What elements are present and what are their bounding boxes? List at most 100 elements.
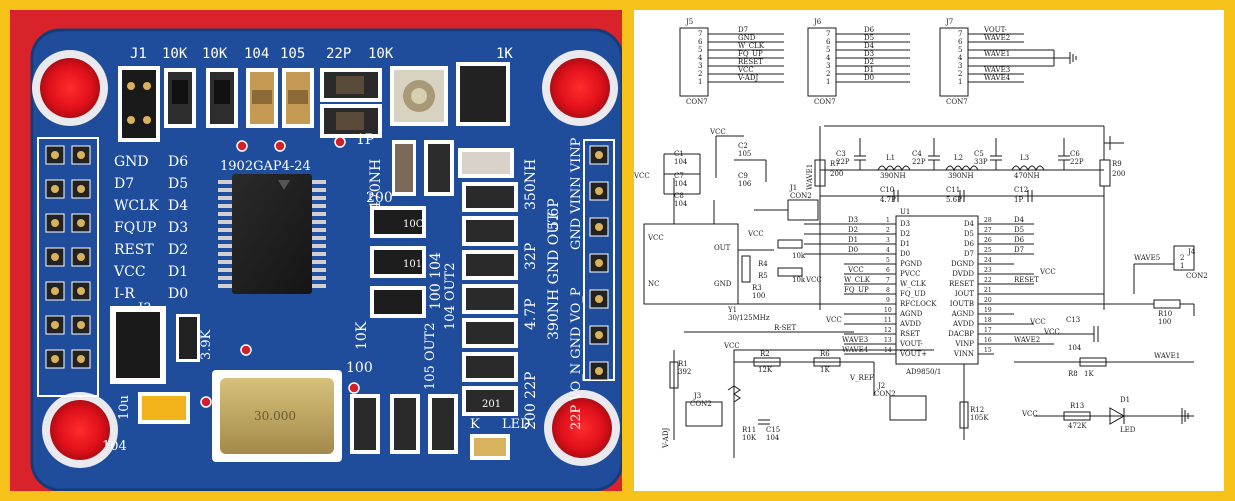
svg-text:R5: R5 xyxy=(758,272,768,280)
r13 xyxy=(1063,411,1091,421)
svg-text:7: 7 xyxy=(826,30,830,38)
u1-right-pin-names: D4D5D6D7DGNDDVDDRESETIOUTIOUTBAGNDAVDDDA… xyxy=(948,220,974,358)
u1-left-pin-names: D3D2D1D0PGNDPVCCW_CLKFQ_UDRFCLOCKAGNDAVD… xyxy=(899,220,937,358)
svg-text:V-ADJ: V-ADJ xyxy=(662,428,670,449)
j2-box xyxy=(889,395,927,421)
j7-box xyxy=(939,27,969,97)
svg-text:12: 12 xyxy=(884,327,892,334)
svg-text:7: 7 xyxy=(958,30,962,38)
svg-text:3: 3 xyxy=(698,62,702,70)
svg-text:OUT: OUT xyxy=(714,244,731,252)
svg-text:12K: 12K xyxy=(758,366,773,374)
svg-text:WAVE2: WAVE2 xyxy=(984,34,1010,42)
pcb-svg: J1 10K 10K 104 105 22P 10K 1K xyxy=(30,28,622,491)
svg-text:2: 2 xyxy=(826,70,830,78)
svg-text:14: 14 xyxy=(884,347,892,354)
svg-text:RFCLOCK: RFCLOCK xyxy=(900,300,937,308)
svg-text:D3: D3 xyxy=(864,50,874,58)
svg-text:CON2: CON2 xyxy=(874,390,896,398)
svg-text:D1: D1 xyxy=(900,240,910,248)
svg-text:WAVE5: WAVE5 xyxy=(1134,254,1160,262)
svg-text:J3: J3 xyxy=(693,392,701,400)
smd-101: 101 xyxy=(403,259,422,270)
svg-text:VCC: VCC xyxy=(723,342,740,350)
svg-text:WAVE1: WAVE1 xyxy=(984,50,1010,58)
silk-led: LED xyxy=(502,417,531,432)
svg-text:9: 9 xyxy=(886,297,890,304)
j3-header[interactable] xyxy=(116,312,160,378)
svg-text:10k: 10k xyxy=(792,276,806,284)
chip-marking: 1902GAP4-24 xyxy=(220,159,311,174)
silk-350nh: 350NH xyxy=(523,159,539,210)
svg-text:22P: 22P xyxy=(836,158,850,166)
right-header[interactable] xyxy=(583,139,615,381)
svg-text:VCC: VCC xyxy=(647,234,664,242)
svg-text:1K: 1K xyxy=(1084,370,1094,378)
mount-hole-tl xyxy=(32,50,108,126)
svg-text:R6: R6 xyxy=(820,350,830,358)
r5 xyxy=(777,267,803,277)
trim-pot[interactable] xyxy=(390,66,448,126)
silk-200-22p: 200 22P xyxy=(523,372,539,430)
mount-hole-tr xyxy=(542,50,618,126)
svg-text:6: 6 xyxy=(958,38,963,46)
svg-text:W_CLK: W_CLK xyxy=(738,42,765,50)
svg-text:VINN: VINN xyxy=(953,350,974,358)
svg-text:R-SET: R-SET xyxy=(774,324,797,332)
silk-22p: 22P xyxy=(326,46,351,62)
svg-text:L3: L3 xyxy=(1020,154,1029,162)
svg-text:R13: R13 xyxy=(1070,402,1084,410)
oscillator-box xyxy=(643,223,739,305)
svg-text:1: 1 xyxy=(886,217,890,224)
svg-text:DVDD: DVDD xyxy=(952,270,974,278)
svg-text:C4: C4 xyxy=(912,150,922,158)
svg-text:1: 1 xyxy=(698,78,702,86)
svg-text:D5: D5 xyxy=(964,230,974,238)
svg-text:WAVE1: WAVE1 xyxy=(806,164,814,190)
silk-470nh: 470NH xyxy=(368,159,384,210)
r12 xyxy=(959,401,969,429)
svg-text:FQ_UP: FQ_UP xyxy=(844,286,869,294)
svg-text:D4: D4 xyxy=(1014,216,1025,224)
j1-box xyxy=(787,199,819,221)
svg-text:CON2: CON2 xyxy=(790,192,812,200)
pin-label-d7: D7 xyxy=(114,176,134,192)
svg-text:D7: D7 xyxy=(964,250,974,258)
svg-text:105K: 105K xyxy=(970,414,989,422)
pin-label-d3: D3 xyxy=(168,220,188,236)
svg-text:DACBP: DACBP xyxy=(948,330,974,338)
svg-text:GND: GND xyxy=(738,34,756,42)
silk-vo-labels: 22P VO_N GND VO_P xyxy=(569,287,584,430)
svg-text:U1: U1 xyxy=(900,208,910,216)
svg-text:W_CLK: W_CLK xyxy=(900,280,927,288)
svg-text:24: 24 xyxy=(984,257,992,264)
svg-text:C5: C5 xyxy=(974,150,984,158)
svg-text:C8: C8 xyxy=(674,192,684,200)
svg-text:4: 4 xyxy=(958,54,963,62)
silk-104: 104 xyxy=(244,46,269,62)
pcb-photo: J1 10K 10K 104 105 22P 10K 1K xyxy=(10,10,622,491)
svg-text:C15: C15 xyxy=(766,426,780,434)
svg-text:28: 28 xyxy=(984,217,992,224)
svg-text:D0: D0 xyxy=(848,246,858,254)
svg-text:5: 5 xyxy=(958,46,962,54)
svg-text:R4: R4 xyxy=(758,260,768,268)
j6-box xyxy=(807,27,837,97)
pin-label-rest: REST xyxy=(114,242,154,258)
svg-text:R12: R12 xyxy=(970,406,984,414)
svg-text:470NH: 470NH xyxy=(1014,172,1040,180)
svg-text:PGND: PGND xyxy=(900,260,922,268)
svg-text:PVCC: PVCC xyxy=(900,270,920,278)
right-components xyxy=(458,148,518,416)
mount-hole-bl xyxy=(42,392,118,468)
svg-text:5: 5 xyxy=(886,257,890,264)
svg-text:VCC: VCC xyxy=(825,316,842,324)
svg-text:4: 4 xyxy=(826,54,831,62)
silk-gnd-vinn-vinp: GND VINN VINP xyxy=(569,137,584,250)
svg-text:472K: 472K xyxy=(1068,422,1087,430)
svg-text:6: 6 xyxy=(698,38,703,46)
